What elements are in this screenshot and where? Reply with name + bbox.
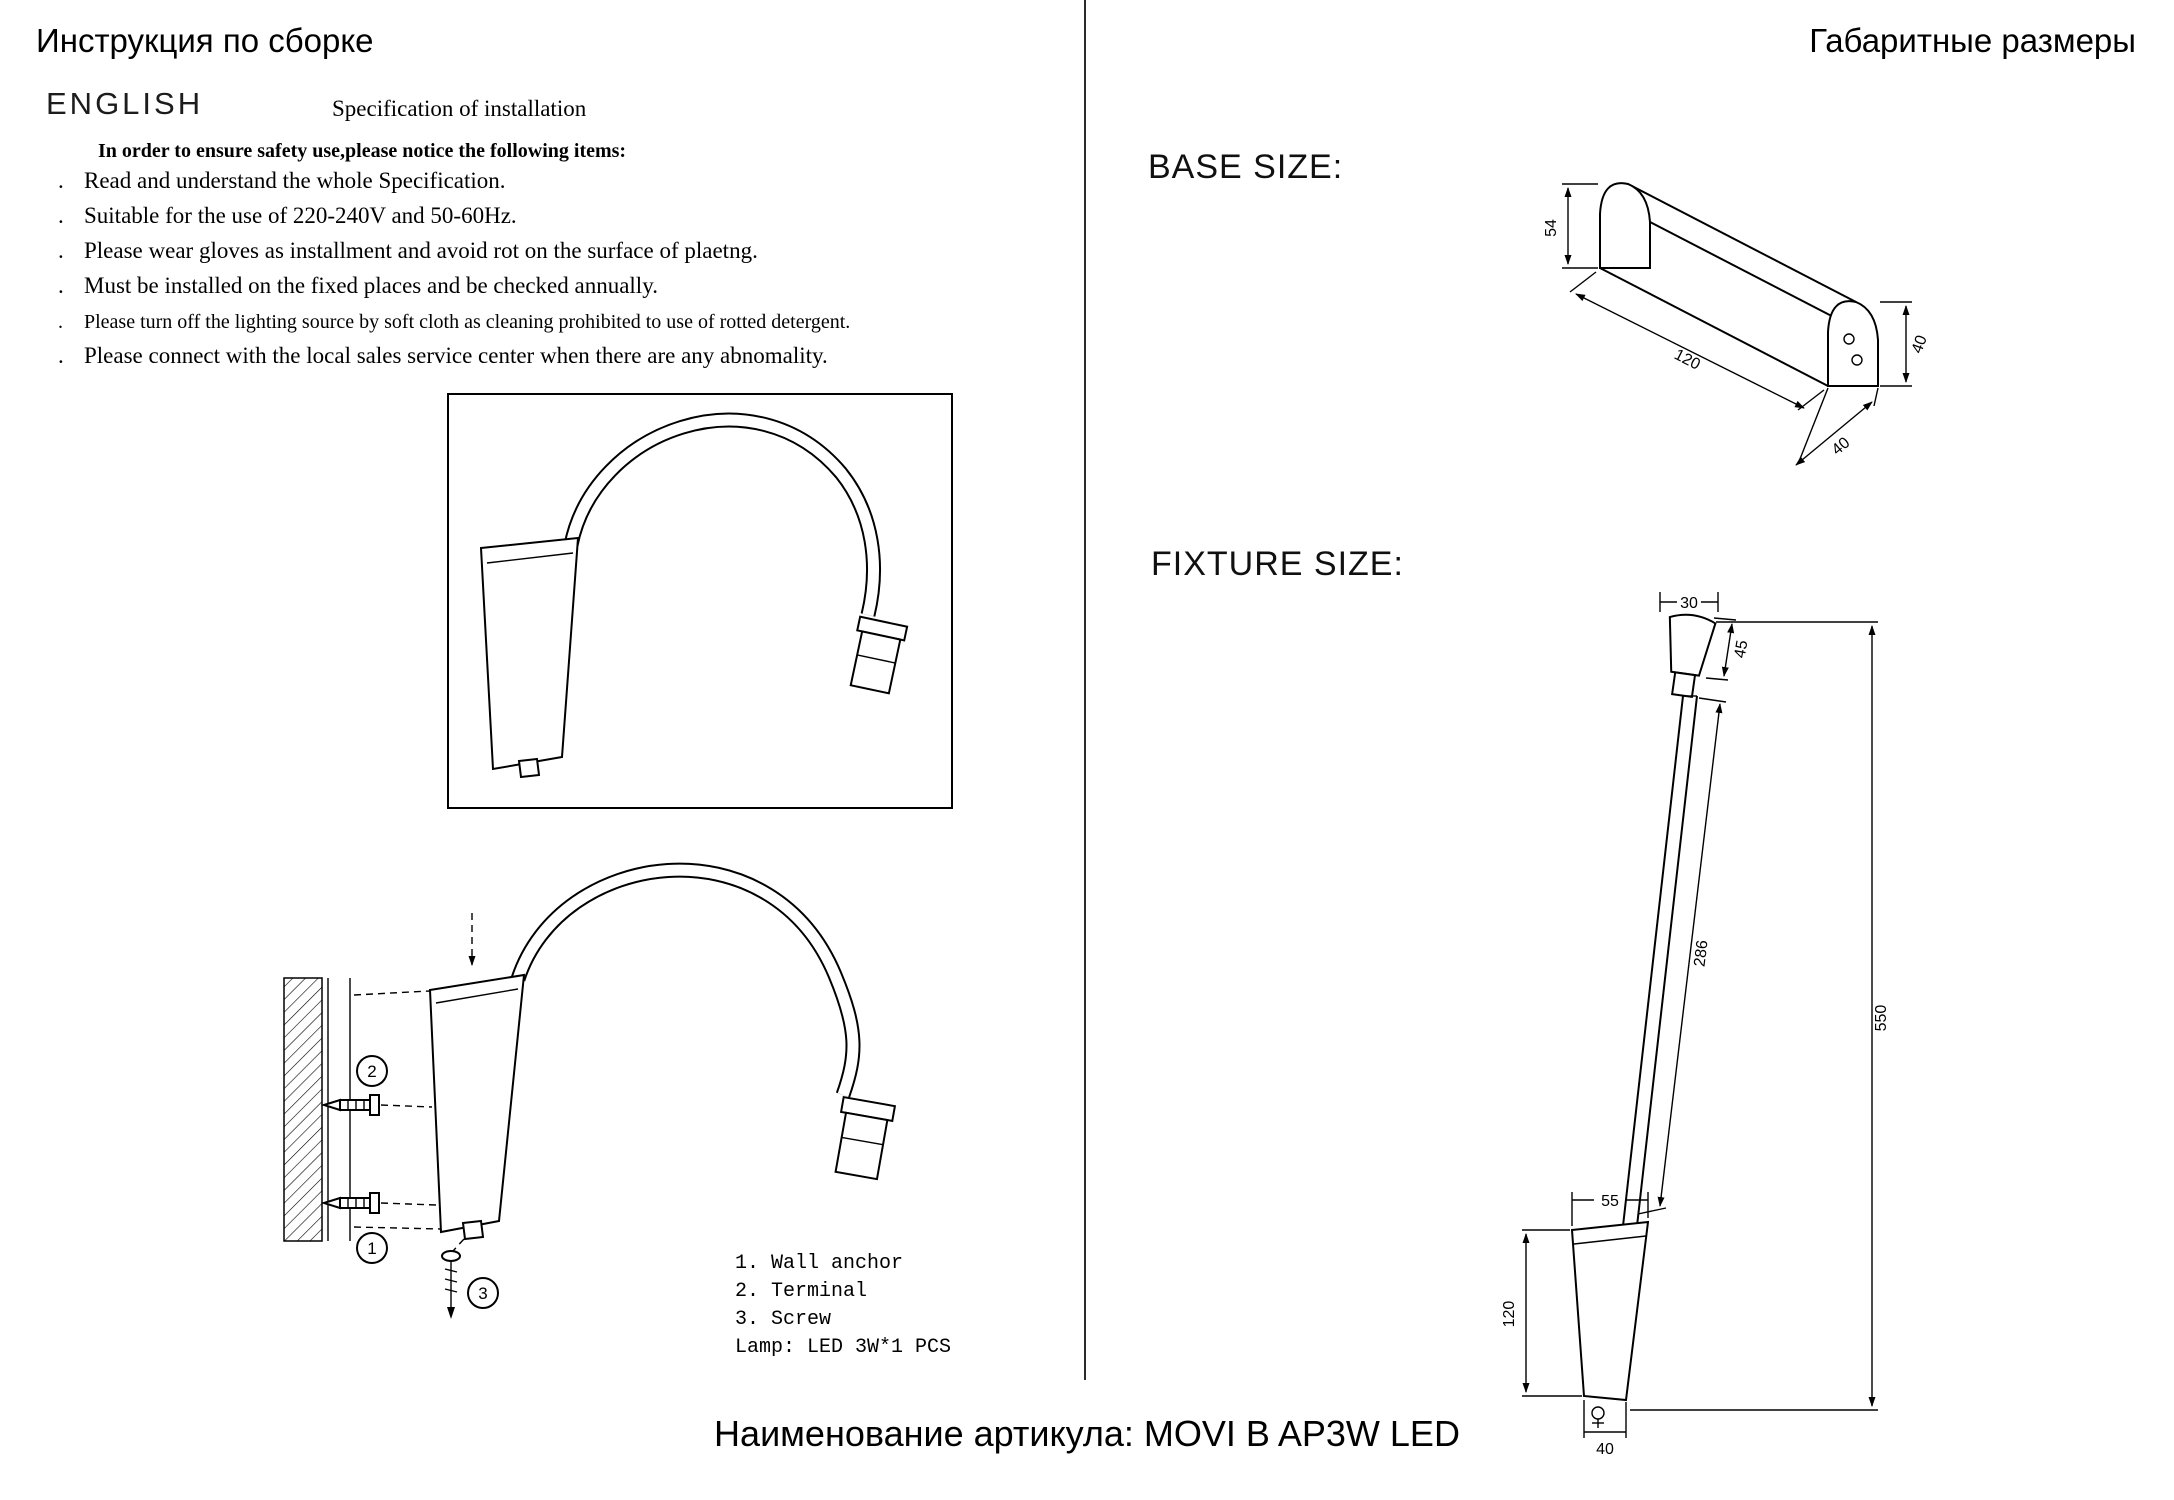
bullet-marker: . xyxy=(58,311,63,333)
base-body-fill xyxy=(1600,182,1876,386)
legend-line-terminal: 2. Terminal xyxy=(735,1280,868,1303)
lamp-head xyxy=(834,1095,897,1181)
base-dim-40-depth-label: 40 xyxy=(1829,434,1854,459)
leader-line xyxy=(353,990,431,996)
language-heading: ENGLISH xyxy=(46,86,204,121)
fixture-dim-overall-height: 550 xyxy=(1630,621,1890,1411)
fixture-dim-30-label: 30 xyxy=(1680,595,1698,612)
fixture-base xyxy=(1570,1220,1650,1402)
fixture-dim-286-label: 286 xyxy=(1691,939,1711,968)
lamp-overview-drawing xyxy=(479,412,909,779)
callout-2-number: 2 xyxy=(367,1062,376,1081)
fixture-size-drawing: 30 45 286 550 xyxy=(1501,592,1890,1458)
safety-item: . Read and understand the whole Specific… xyxy=(52,168,1012,194)
bullet-marker: . xyxy=(58,168,64,193)
callout-3: 3 xyxy=(467,1277,499,1309)
base-size-drawing: 54 40 120 40 xyxy=(1543,182,1931,466)
fixture-dim-base-bottom: 40 xyxy=(1583,1400,1627,1458)
bullet-marker: . xyxy=(58,343,64,368)
bullet-marker: . xyxy=(58,238,64,263)
safety-item-text: Must be installed on the fixed places an… xyxy=(84,273,658,298)
callout-1: 1 xyxy=(356,1232,388,1264)
parts-legend: 1. Wall anchor 2. Terminal 3. Screw Lamp… xyxy=(735,1250,951,1362)
legend-line-lamp: Lamp: LED 3W*1 PCS xyxy=(735,1336,952,1359)
flex-arm xyxy=(1622,695,1698,1227)
wall-plate xyxy=(479,536,580,779)
fixture-dim-40-label: 40 xyxy=(1596,1441,1614,1458)
fixture-dim-head-diameter: 30 xyxy=(1659,592,1719,612)
vertical-divider xyxy=(1084,0,1086,1380)
base-dim-54-label: 54 xyxy=(1543,219,1560,237)
gooseneck-arm xyxy=(510,862,861,1098)
safety-item-text: Please wear gloves as installment and av… xyxy=(84,238,758,263)
screw-part xyxy=(441,1250,461,1319)
fixture-dim-base-width: 55 xyxy=(1571,1192,1649,1226)
safety-intro: In order to ensure safety use,please not… xyxy=(98,140,627,162)
safety-item-text: Please connect with the local sales serv… xyxy=(84,343,828,368)
assembly-page-title: Инструкция по сборке xyxy=(36,22,374,59)
safety-item: . Suitable for the use of 220-240V and 5… xyxy=(52,203,1012,229)
safety-item-text: Read and understand the whole Specificat… xyxy=(84,168,506,193)
bullet-marker: . xyxy=(58,203,64,228)
bullet-marker: . xyxy=(58,273,64,298)
fixture-dim-120-label: 120 xyxy=(1501,1301,1518,1328)
base-dim-depth: 40 xyxy=(1795,387,1879,466)
spec-subtitle: Specification of installation xyxy=(332,96,587,121)
legend-line-screw: 3. Screw xyxy=(735,1308,832,1331)
fixture-dim-55-label: 55 xyxy=(1601,1193,1619,1210)
base-dim-120-label: 120 xyxy=(1671,346,1703,373)
assembly-diagram: 2 1 3 xyxy=(283,862,897,1319)
leader-line xyxy=(452,1238,465,1252)
callout-1-number: 1 xyxy=(367,1239,376,1258)
safety-item: . Must be installed on the fixed places … xyxy=(52,273,1012,299)
base-dim-end-width: 40 xyxy=(1880,301,1931,387)
leader-line xyxy=(353,1226,442,1230)
safety-list: . Read and understand the whole Specific… xyxy=(52,168,1012,378)
lamp-overview-box xyxy=(447,393,953,809)
safety-item: . Please turn off the lighting source by… xyxy=(52,308,1012,334)
safety-item: . Please connect with the local sales se… xyxy=(52,343,1012,369)
fixture-dim-head-length: 45 xyxy=(1705,617,1752,681)
fixture-size-heading: FIXTURE SIZE: xyxy=(1151,545,1404,583)
lamp-head xyxy=(1668,613,1717,699)
safety-item-text: Please turn off the lighting source by s… xyxy=(84,311,851,333)
fixture-dim-base-height: 120 xyxy=(1501,1229,1582,1397)
base-size-heading: BASE SIZE: xyxy=(1148,148,1344,186)
fixture-dim-arm-length: 286 xyxy=(1637,697,1727,1215)
safety-item: . Please wear gloves as installment and … xyxy=(52,238,1012,264)
switch-glyph xyxy=(1591,1406,1605,1428)
legend-line-wall-anchor: 1. Wall anchor xyxy=(735,1252,904,1275)
wall-plate xyxy=(428,973,526,1241)
lamp-head xyxy=(849,615,909,695)
fixture-dim-550-label: 550 xyxy=(1873,1005,1890,1032)
dimensions-page-title: Габаритные размеры xyxy=(1809,22,2136,59)
mounting-screw-lower xyxy=(320,1192,437,1214)
base-dim-height: 54 xyxy=(1543,183,1598,269)
safety-item-text: Suitable for the use of 220-240V and 50-… xyxy=(84,203,517,228)
callout-3-number: 3 xyxy=(478,1284,487,1303)
fixture-dim-45-label: 45 xyxy=(1732,639,1752,660)
mounting-screw-upper xyxy=(320,1094,433,1116)
base-dim-40-end-label: 40 xyxy=(1909,333,1931,356)
callout-2: 2 xyxy=(356,1055,388,1087)
gooseneck-arm xyxy=(563,412,882,617)
article-name: Наименование артикула: MOVI B AP3W LED xyxy=(714,1413,1460,1454)
